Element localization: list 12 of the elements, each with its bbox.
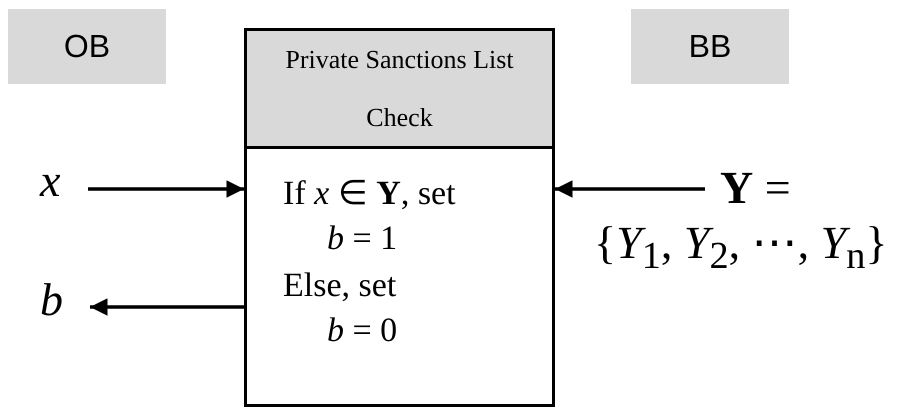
- label-box: BB: [631, 9, 789, 84]
- box-header: Private Sanctions List Check: [247, 31, 552, 149]
- rule-text: If x ∈ Y, set b = 1: [283, 174, 457, 259]
- input-variable: x: [40, 153, 80, 213]
- arrow: [90, 298, 244, 316]
- arrow: [555, 180, 705, 198]
- output-variable: b: [40, 272, 80, 332]
- label-box: OB: [8, 9, 166, 84]
- arrow: [88, 180, 244, 198]
- process-box: [244, 28, 555, 407]
- rule-text: Else, set b = 0: [283, 266, 398, 351]
- set-definition: Y = {Y$_{1}$, Y$_{2}$, ⋯, Y$_{n}$}: [594, 161, 888, 280]
